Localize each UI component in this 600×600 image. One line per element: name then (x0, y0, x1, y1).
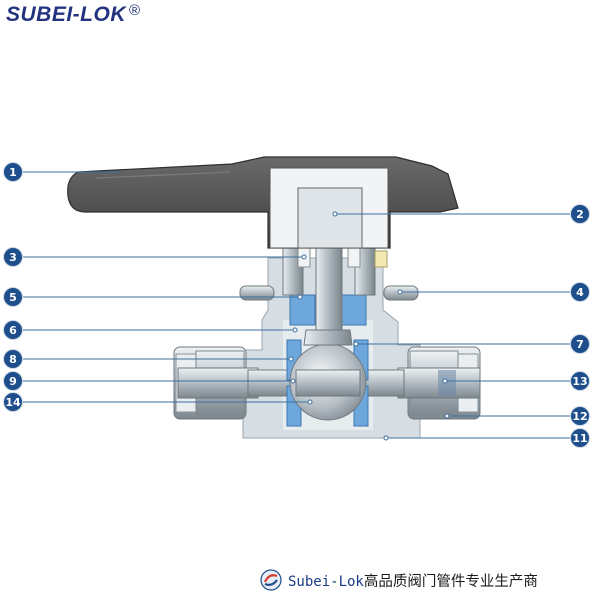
callout-14-label: 14 (5, 396, 21, 409)
callout-5: 5 (3, 287, 23, 307)
callout-3: 3 (3, 247, 23, 267)
callout-6-label: 6 (9, 324, 17, 337)
callout-12: 12 (570, 406, 590, 426)
handle (67, 156, 459, 249)
ball (289, 343, 367, 421)
callout-6: 6 (3, 320, 23, 340)
brand-name: SUBEI-LOK (6, 3, 126, 26)
callout-7: 7 (570, 334, 590, 354)
callout-4: 4 (570, 282, 590, 302)
callout-13-label: 13 (572, 375, 587, 388)
footer: Subei-Lok高品质阀门管件专业生产商 (260, 566, 598, 594)
company-emblem-icon (260, 569, 282, 591)
footer-tagline: Subei-Lok高品质阀门管件专业生产商 (288, 570, 538, 591)
bonnet (282, 234, 388, 296)
callout-5-label: 5 (9, 291, 17, 304)
brand-logo: SUBEI-LOK® (6, 2, 141, 27)
seat-seals (286, 294, 369, 427)
footer-slogan: 高品质阀门管件专业生产商 (363, 573, 538, 590)
callout-1-label: 1 (9, 166, 17, 179)
callout-11: 11 (570, 428, 590, 448)
left-fitting (173, 346, 293, 420)
leader-lines (22, 171, 570, 439)
callout-2-label: 2 (576, 208, 584, 221)
callout-8: 8 (3, 349, 23, 369)
callout-12-label: 12 (572, 410, 587, 423)
registered-mark: ® (129, 2, 141, 19)
callout-1: 1 (3, 162, 23, 182)
callout-14: 14 (3, 392, 23, 412)
callout-11-label: 11 (572, 432, 587, 445)
callout-3-label: 3 (9, 251, 17, 264)
leader-dots (288, 211, 450, 441)
callout-4-label: 4 (576, 286, 584, 299)
callout-7-label: 7 (576, 338, 584, 351)
callout-9-label: 9 (9, 375, 17, 388)
callout-13: 13 (570, 371, 590, 391)
callout-9: 9 (3, 371, 23, 391)
callout-8-label: 8 (9, 353, 17, 366)
footer-brand: Subei-Lok (288, 573, 364, 590)
callout-2: 2 (570, 204, 590, 224)
